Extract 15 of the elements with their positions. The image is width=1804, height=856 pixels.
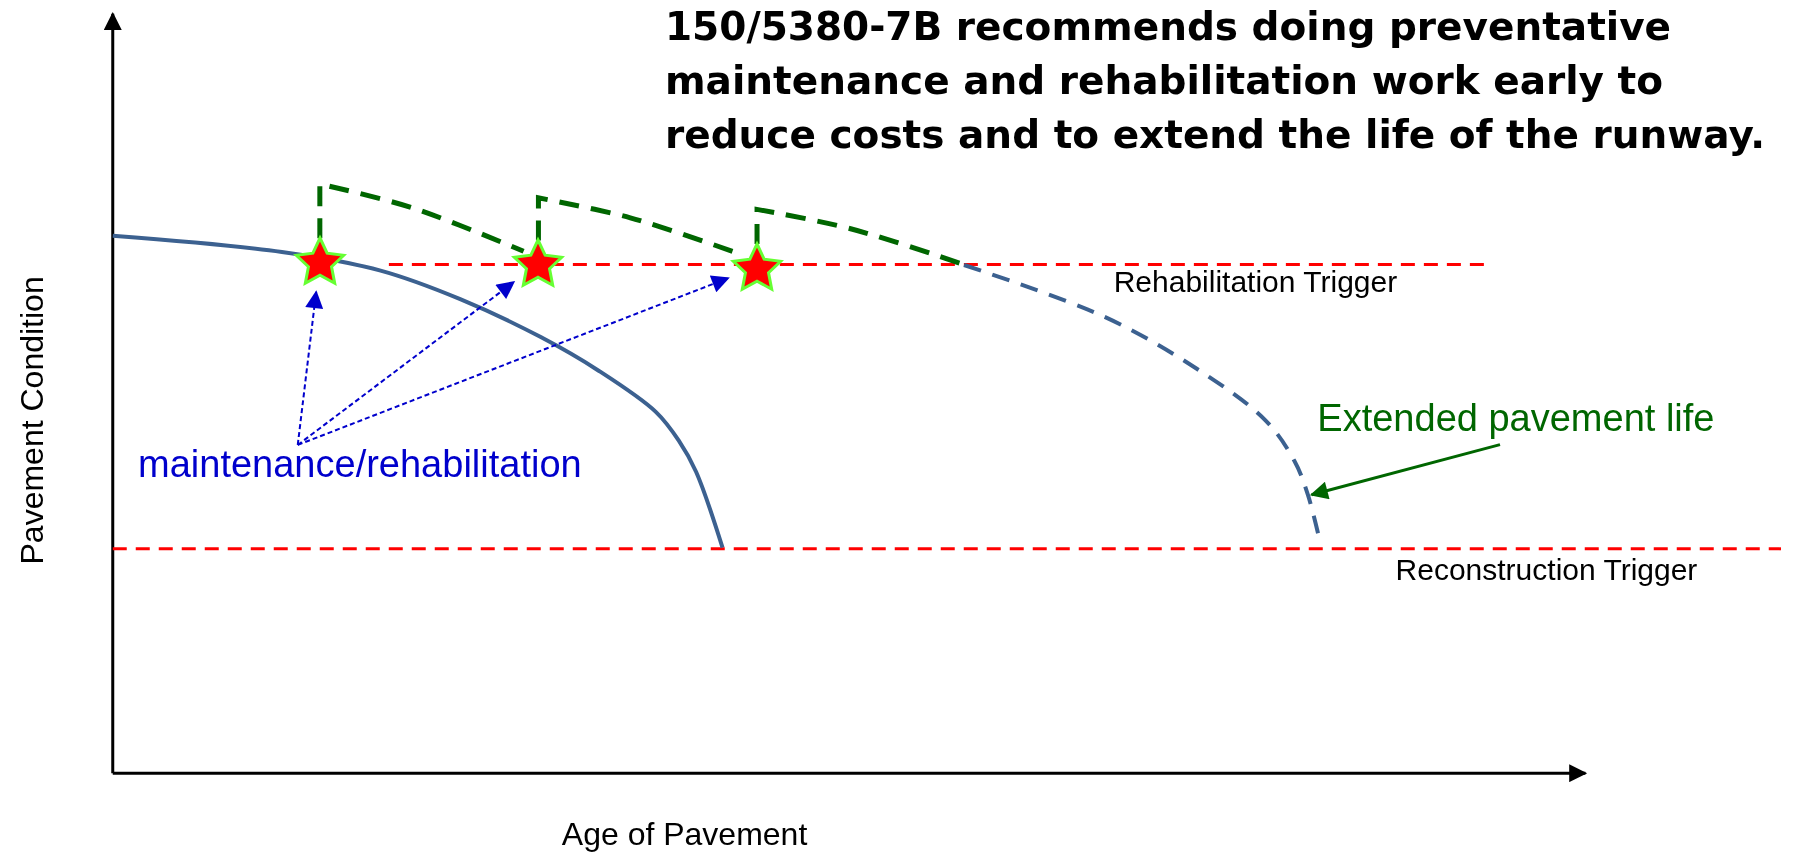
- arrow: [296, 290, 324, 446]
- arrow: [296, 281, 516, 446]
- star-marker: [730, 239, 785, 294]
- axis-title: Age of Pavement: [561, 815, 808, 853]
- arrow: [1309, 443, 1501, 500]
- callout-text: Extended pavement life: [1317, 396, 1715, 441]
- star-marker: [292, 234, 347, 289]
- trigger-label: Rehabilitation Trigger: [1113, 264, 1398, 300]
- arrow: [296, 275, 730, 446]
- axis-title: Pavement Condition: [13, 275, 51, 564]
- star-marker: [511, 236, 566, 291]
- callout-text: maintenance/rehabilitation: [138, 442, 582, 487]
- title: 150/5380-7B recommends doing preventative maintenance and rehabilitation work early to reduce costs and to extend the life of the runway.: [665, 3, 1767, 159]
- extension-curve: [317, 181, 525, 254]
- trigger-label: Reconstruction Trigger: [1395, 553, 1698, 588]
